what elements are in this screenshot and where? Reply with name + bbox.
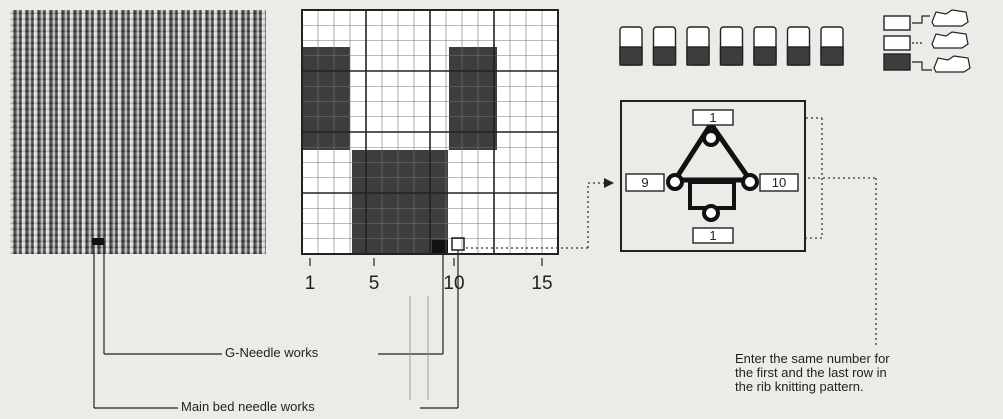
note-line: the first and the last row in <box>735 366 997 380</box>
note-line: Enter the same number for <box>735 352 997 366</box>
carriage-state-icon <box>821 27 843 65</box>
carriage-state-icon <box>687 27 709 65</box>
carriage-state-icon <box>721 27 743 65</box>
selector-bottom-value: 1 <box>709 228 716 243</box>
tick-label-10: 10 <box>443 273 464 294</box>
selector-top-value: 1 <box>709 110 716 125</box>
selector-right-value: 10 <box>772 175 786 190</box>
pattern-grid <box>302 10 558 254</box>
carriage-state-icon <box>620 27 642 65</box>
g-needle-cell <box>432 240 448 254</box>
axis-ticks <box>310 258 542 266</box>
filled-block-top-right <box>449 47 497 150</box>
faint-guides <box>410 296 428 400</box>
carriage-state-icon <box>788 27 810 65</box>
note-line: the rib knitting pattern. <box>735 380 997 394</box>
selector-left-value: 9 <box>641 175 648 190</box>
carriage-state-icon <box>754 27 776 65</box>
tick-label-5: 5 <box>369 273 380 294</box>
instruction-note: Enter the same number for the first and … <box>735 352 997 394</box>
tick-label-15: 15 <box>531 273 552 294</box>
tick-label-1: 1 <box>305 273 316 294</box>
main-bed-caption: Main bed needle works <box>178 400 318 414</box>
carriage-state-icons <box>620 27 843 65</box>
filled-block-top-left <box>302 47 350 150</box>
swatch-marker <box>92 238 104 245</box>
g-needle-caption: G-Needle works <box>222 346 321 360</box>
arrow-head <box>604 178 614 188</box>
carriage-state-icon <box>654 27 676 65</box>
lock-state-icons <box>884 10 970 72</box>
leader-lines <box>94 242 458 408</box>
